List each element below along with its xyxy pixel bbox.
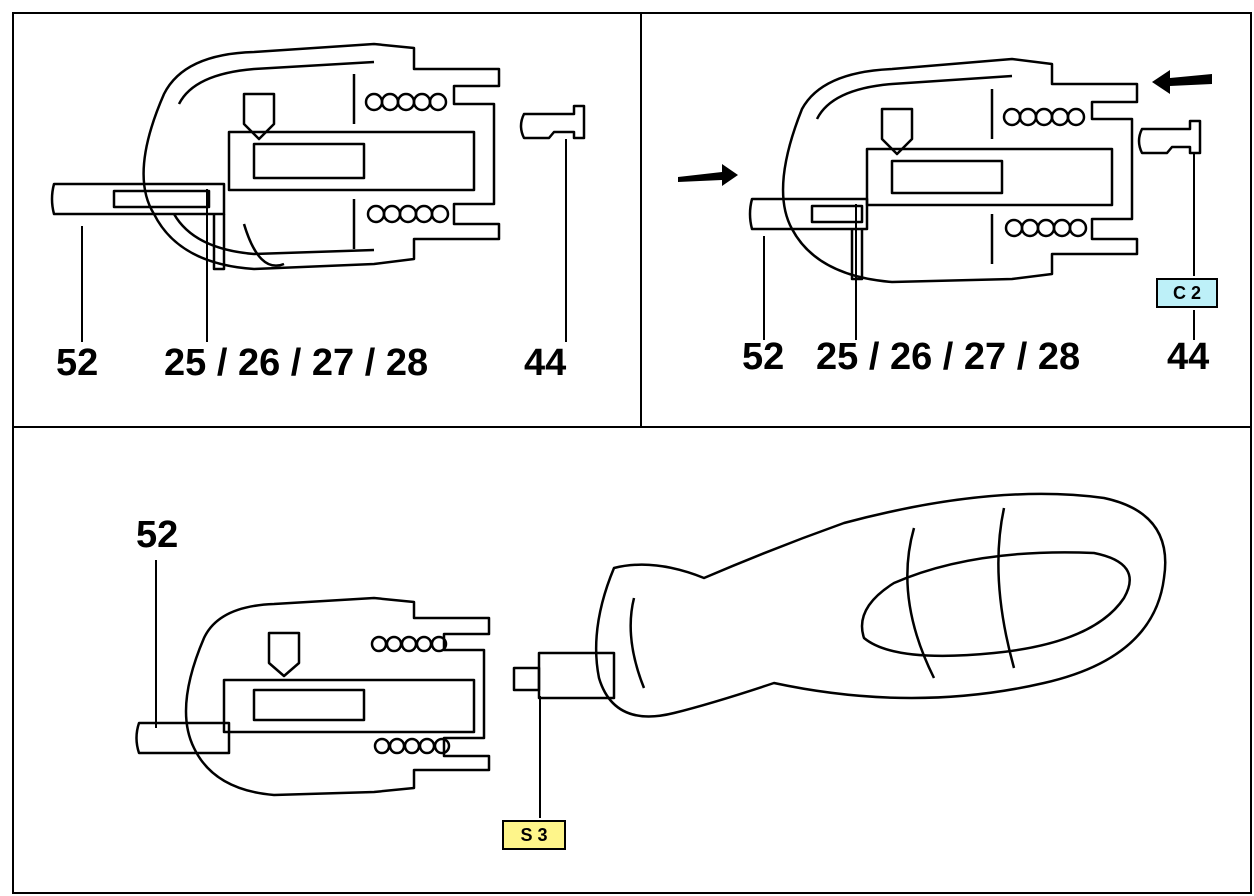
reference-tag-c2: C 2 (1156, 278, 1218, 308)
reference-tag-s3: S 3 (502, 820, 566, 850)
label-part-44: 44 (524, 342, 567, 384)
panel-disassembly-top-left: 52 25 / 26 / 27 / 28 44 (14, 14, 640, 426)
screwdriver-handle-drawing (135, 492, 1167, 818)
bit-holder-insert-drawing (678, 57, 1212, 340)
label-parts-25-28: 25 / 26 / 27 / 28 (164, 342, 429, 384)
label-part-52: 52 (136, 514, 179, 556)
panel-assembly-top-right: C 2 52 25 / 26 / 27 / 28 44 (642, 14, 1250, 426)
diagram-frame (12, 12, 1252, 894)
vertical-divider (640, 12, 642, 428)
label-part-44: 44 (1167, 336, 1210, 378)
label-parts-25-28: 25 / 26 / 27 / 28 (816, 336, 1081, 378)
bit-holder-drawing (50, 42, 586, 342)
label-part-52: 52 (56, 342, 99, 384)
horizontal-divider (12, 426, 1252, 428)
label-part-52: 52 (742, 336, 785, 378)
panel-handle-assembly-bottom: 52 S 3 (14, 428, 1250, 892)
